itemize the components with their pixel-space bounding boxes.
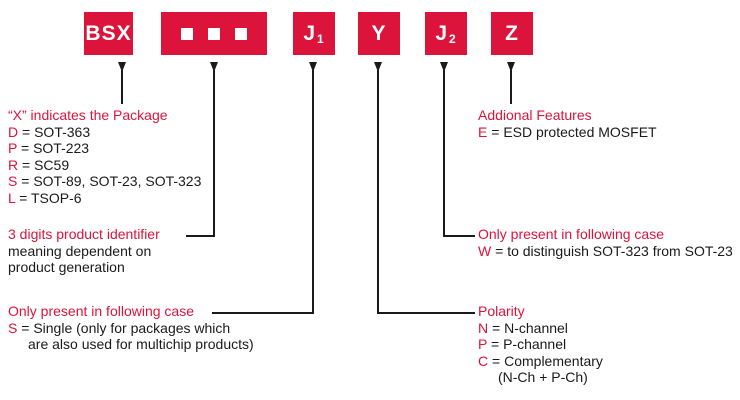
j1-case-item: S = Single (only for packages which: [8, 319, 231, 336]
polarity-connector: [377, 70, 475, 314]
features-item: E = ESD protected MOSFET: [478, 123, 657, 140]
polarity-legend: Polarity N = N-channel P = P-channel C =…: [478, 303, 603, 386]
features-legend: Addional Features E = ESD protected MOSF…: [478, 107, 657, 140]
j1-label: J: [303, 21, 316, 45]
package-item: D = SOT-363: [8, 123, 91, 140]
arrowhead: [507, 62, 515, 72]
features-title: Addional Features: [478, 107, 592, 123]
prefix-label: BSX: [85, 21, 132, 45]
j1-subscript: 1: [317, 31, 325, 46]
identifier-line: product generation: [8, 259, 125, 276]
identifier-line: meaning dependent on: [8, 242, 152, 259]
arrowhead: [210, 62, 218, 72]
identifier-title: 3 digits product identifier: [8, 226, 160, 242]
polarity-item: P = P-channel: [478, 336, 567, 353]
j2-case-title: Only present in following case: [478, 226, 664, 242]
j1-case-continuation: are also used for multichip products): [28, 336, 254, 353]
polarity-item: C = Complementary: [478, 352, 603, 369]
j1-case-title: Only present in following case: [8, 303, 194, 319]
features-box: Z: [491, 12, 533, 55]
digit-placeholder: [235, 27, 247, 40]
j2-case-legend: Only present in following case W = to di…: [478, 226, 733, 259]
polarity-label: Y: [371, 21, 387, 45]
arrowhead: [440, 62, 448, 72]
polarity-continuation: (N-Ch + P-Ch): [498, 369, 588, 386]
j2-case-item: W = to distinguish SOT-323 from SOT-23: [478, 242, 733, 259]
j1-connector: [212, 70, 314, 314]
package-item: S = SOT-89, SOT-23, SOT-323: [8, 173, 202, 190]
polarity-box: Y: [358, 12, 400, 55]
package-item: L = TSOP-6: [8, 189, 82, 206]
arrowhead: [374, 62, 382, 72]
arrowhead: [309, 62, 317, 72]
j2-connector: [443, 70, 475, 237]
polarity-item: N = N-channel: [478, 319, 568, 336]
package-legend: “X” indicates the Package D = SOT-363 P …: [8, 107, 201, 207]
digit-placeholder: [181, 27, 193, 40]
features-label: Z: [505, 21, 519, 45]
prefix-box: BSX: [84, 12, 133, 55]
j2-subscript: 2: [449, 31, 457, 46]
identifier-legend: 3 digits product identifier meaning depe…: [8, 226, 160, 276]
digits-connector: [186, 70, 215, 237]
digit-placeholder: [208, 27, 220, 40]
j2-label: J: [435, 21, 448, 45]
arrowhead: [118, 62, 126, 72]
package-title: “X” indicates the Package: [8, 107, 168, 123]
package-item: R = SC59: [8, 156, 70, 173]
j1-case-legend: Only present in following case S = Singl…: [8, 303, 254, 353]
package-item: P = SOT-223: [8, 140, 90, 157]
polarity-title: Polarity: [478, 303, 525, 319]
digits-box: [161, 12, 267, 55]
